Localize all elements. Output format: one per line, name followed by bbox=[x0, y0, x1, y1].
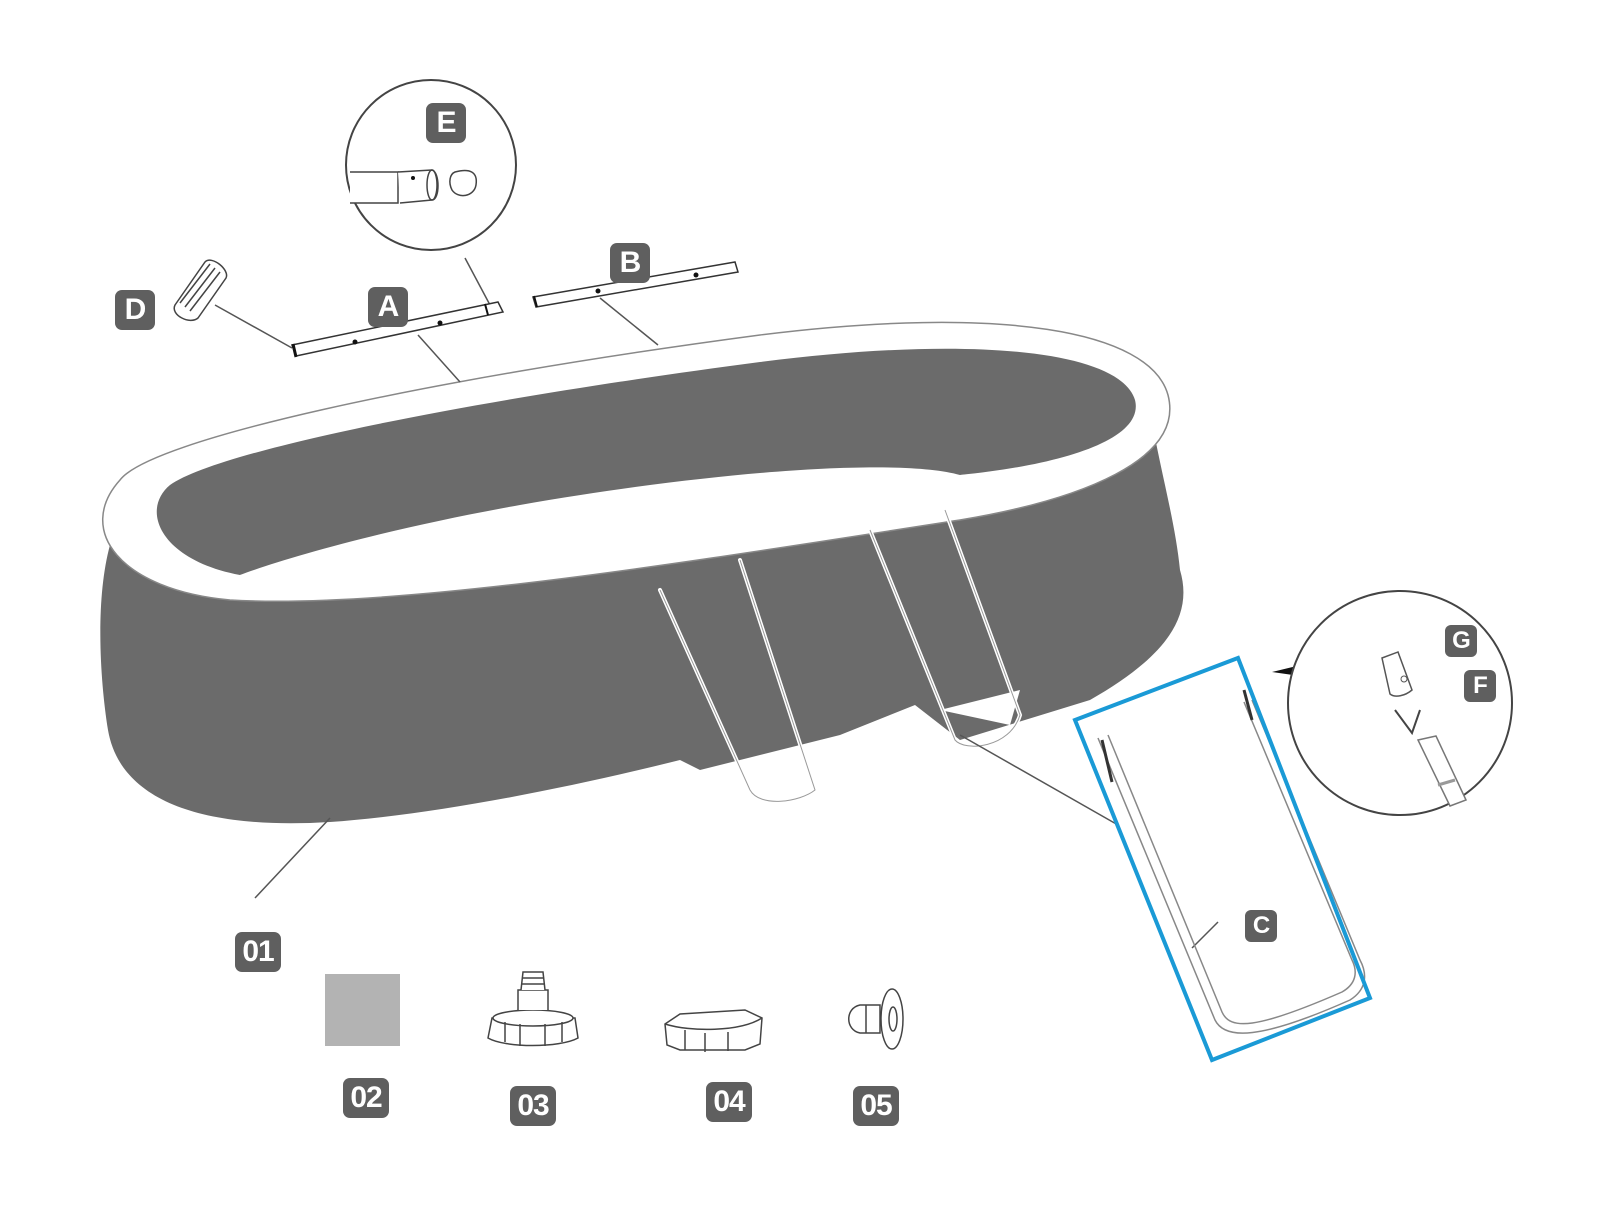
label-d: D bbox=[115, 290, 155, 330]
label-01: 01 bbox=[235, 932, 281, 972]
beam-b bbox=[532, 261, 739, 308]
pool-interior bbox=[156, 348, 1136, 575]
label-e: E bbox=[426, 103, 466, 143]
drain-plug-05-icon bbox=[848, 988, 904, 1050]
label-b: B bbox=[610, 243, 650, 283]
joint-belt-d-icon bbox=[173, 259, 228, 322]
end-cap-e-icon bbox=[449, 169, 478, 197]
label-a: A bbox=[368, 287, 408, 327]
label-05: 05 bbox=[853, 1086, 899, 1126]
u-leg-c bbox=[1097, 689, 1366, 1034]
label-02: 02 bbox=[343, 1078, 389, 1118]
label-04: 04 bbox=[706, 1082, 752, 1122]
label-g: G bbox=[1445, 625, 1477, 657]
label-c: C bbox=[1245, 910, 1277, 942]
label-03: 03 bbox=[510, 1086, 556, 1126]
pool-body bbox=[100, 321, 1184, 824]
detail-circle-e bbox=[345, 79, 517, 251]
repair-patch-02-icon bbox=[325, 974, 400, 1046]
beam-a bbox=[290, 301, 505, 358]
detail-circle-fg bbox=[1272, 590, 1513, 816]
strainer-nut-04-icon bbox=[664, 1009, 763, 1052]
highlight-box bbox=[1072, 655, 1373, 1063]
spring-clip-f-icon bbox=[1394, 709, 1421, 736]
leg-cap-g-icon bbox=[1381, 651, 1413, 697]
label-f: F bbox=[1464, 670, 1496, 702]
inlet-connector-03-icon bbox=[487, 971, 579, 1047]
